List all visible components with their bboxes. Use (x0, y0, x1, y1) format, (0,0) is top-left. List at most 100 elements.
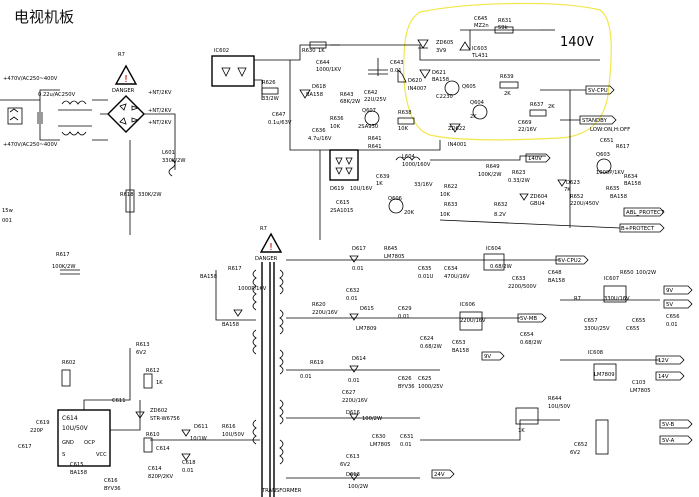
svg-text:R7: R7 (574, 296, 581, 302)
d619-val: 10U/16V (350, 186, 373, 192)
svg-text:D623: D623 (566, 180, 580, 186)
svg-text:D615: D615 (360, 306, 374, 312)
svg-text:OCP: OCP (84, 440, 95, 446)
c656-val: 0.01 (666, 322, 678, 328)
svg-text:+NT/2KV: +NT/2KV (148, 90, 172, 96)
svg-text:+NT/2KV: +NT/2KV (148, 120, 172, 126)
svg-text:C618: C618 (182, 460, 196, 466)
ic603-val: TL431 (471, 53, 488, 59)
svg-text:C634: C634 (444, 266, 458, 272)
c645-val: MZ2n (474, 23, 489, 29)
svg-text:S: S (62, 452, 65, 458)
r630-val: 1K (318, 48, 325, 54)
svg-text:C647: C647 (272, 112, 286, 118)
q607-val: 2SA930 (358, 124, 378, 130)
svg-text:C633: C633 (512, 276, 526, 282)
r7-ref: R7 (118, 52, 125, 58)
c632-val: 0.01 (346, 296, 358, 302)
svg-text:R652: R652 (570, 194, 584, 200)
svg-text:R619: R619 (310, 360, 324, 366)
voltage-annotation: 140V (560, 35, 594, 50)
d616-val: 100/2W (362, 416, 382, 422)
q604-val: 2K (470, 114, 477, 120)
c627-val: 220U/16V (342, 398, 368, 404)
r641-val: R641 (368, 144, 382, 150)
c614-val: 820P/2KV (148, 474, 173, 480)
ic601-val: 10U/50V (62, 425, 89, 432)
svg-text:C648: C648 (548, 270, 562, 276)
c657-val: 330U/25V (584, 326, 610, 332)
svg-text:C625: C625 (418, 376, 432, 382)
highlight-loop (403, 2, 612, 141)
svg-text:C613: C613 (346, 454, 360, 460)
c618-val: 0.01 (182, 468, 194, 474)
mains-voltage-label-1: +470V/AC250~400V (3, 76, 58, 82)
r638-val: 10K (398, 126, 409, 132)
svg-text:R645: R645 (384, 246, 398, 252)
c620-val: BA158 (200, 274, 217, 280)
svg-text:Q604: Q604 (470, 100, 485, 106)
net-standby: STANDBY (582, 118, 608, 124)
svg-text:C619: C619 (36, 420, 50, 426)
svg-text:C615: C615 (336, 200, 350, 206)
ic607-val: 330U/16V (604, 296, 630, 302)
transformer-section: TRANSFORMER (252, 262, 302, 497)
c647-val: 0.1u/63V (268, 120, 292, 126)
svg-text:ZD605: ZD605 (436, 40, 453, 46)
c636-val: 4.7u/16V (308, 136, 332, 142)
svg-text:C614: C614 (148, 466, 162, 472)
svg-text:Q603: Q603 (596, 152, 610, 158)
svg-text:D613: D613 (346, 472, 360, 478)
c644-val: 1000/1KV (316, 67, 342, 73)
zd605-val: 3V9 (436, 48, 446, 54)
svg-text:R612: R612 (146, 368, 160, 374)
svg-text:C652: C652 (574, 442, 588, 448)
svg-text:C651: C651 (600, 138, 614, 144)
mains-cap-label: 0.22u/AC250V (38, 92, 76, 98)
net-9v: 9V (484, 354, 491, 360)
svg-text:ZD622: ZD622 (448, 126, 465, 132)
r620-val: 220U/16V (312, 310, 338, 316)
svg-text:C626: C626 (398, 376, 412, 382)
net-5v-b: 5V-B (662, 422, 675, 428)
svg-text:R644: R644 (548, 396, 562, 402)
svg-text:C653: C653 (452, 340, 466, 346)
r635-val: BA158 (610, 194, 627, 200)
r652-val: 220U/450V (570, 201, 599, 207)
zd602-val: STR-W6756 (150, 416, 180, 422)
svg-text:R602: R602 (62, 360, 76, 366)
svg-text:R634: R634 (624, 174, 638, 180)
r612-val: 1K (156, 380, 163, 386)
r616-val: 10U/50V (222, 432, 245, 438)
svg-text:15w: 15w (2, 208, 14, 214)
r7-warning-text-2: DANGER (255, 256, 278, 262)
svg-text:0.01: 0.01 (390, 68, 402, 74)
svg-text:R638: R638 (398, 110, 412, 116)
svg-text:R643: R643 (340, 92, 354, 98)
svg-text:IC608: IC608 (588, 350, 603, 356)
r637-val: 2K (548, 104, 555, 110)
r632-val: 8.2V (494, 212, 506, 218)
svg-text:R617: R617 (228, 266, 242, 272)
secondary-section: C644 1000/1KV D618 BA158 R643 68K/2W C64… (268, 60, 665, 240)
d615-val: LM7809 (356, 326, 377, 332)
svg-text:R620: R620 (312, 302, 326, 308)
warning-triangle-icon-2 (259, 232, 283, 253)
svg-text:R650: R650 (620, 270, 634, 276)
svg-text:D617: D617 (352, 246, 366, 252)
c655-val: C655 (626, 326, 640, 332)
r636-val: 10K (330, 124, 341, 130)
svg-text:C643: C643 (390, 60, 404, 66)
svg-text:C654: C654 (520, 332, 534, 338)
r618-label: 330K/2W (138, 192, 161, 198)
svg-text:VCC: VCC (96, 452, 107, 458)
c626-val: BYV36 (398, 384, 415, 390)
c615-val: 2SA1015 (330, 208, 353, 214)
zd604-val: GBU4 (530, 201, 545, 207)
svg-text:D621: D621 (432, 70, 446, 76)
svg-text:C627: C627 (342, 390, 356, 396)
net-140v: 140V (528, 156, 542, 162)
svg-text:IC604: IC604 (486, 246, 502, 252)
svg-text:R616: R616 (222, 424, 236, 430)
